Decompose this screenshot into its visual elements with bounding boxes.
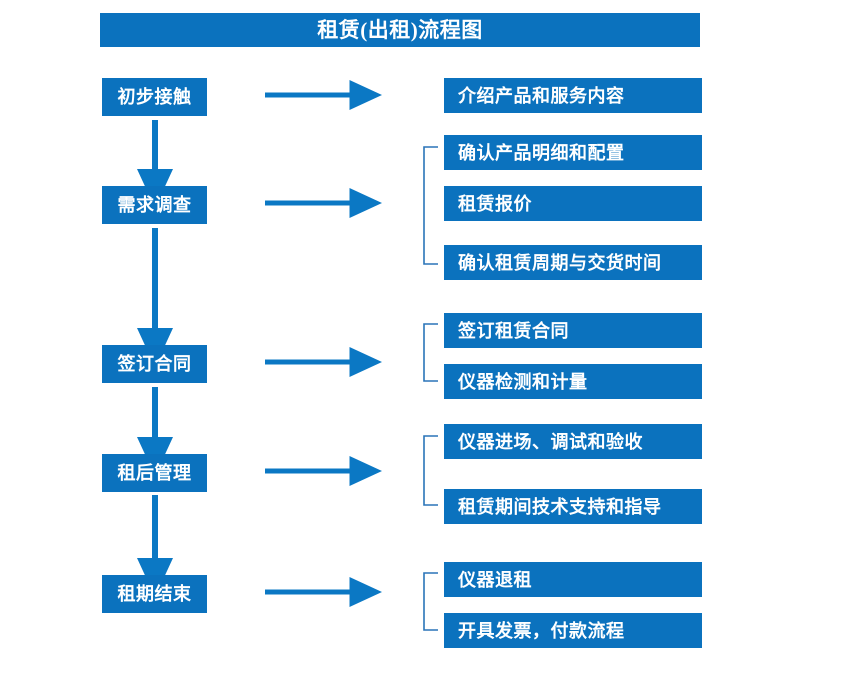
stage-label: 签订合同: [117, 354, 192, 374]
chart-title-text: 租赁(出租)流程图: [317, 17, 483, 42]
detail-label: 确认租赁周期与交货时间: [458, 252, 662, 273]
stage-label: 租期结束: [117, 584, 192, 604]
bracket-group-zuqijieshu: [423, 572, 438, 631]
detail-box-querenchanpinmingxi[interactable]: 确认产品明细和配置: [444, 135, 702, 170]
detail-label: 仪器进场、调试和验收: [458, 431, 643, 452]
detail-box-jieshaochanpin[interactable]: 介绍产品和服务内容: [444, 78, 702, 113]
stage-label: 租后管理: [117, 463, 192, 483]
bracket-group-zuhouguanli: [423, 435, 438, 506]
stage-label: 需求调查: [117, 195, 192, 215]
detail-box-zulinqijianjishuzhichi[interactable]: 租赁期间技术支持和指导: [444, 489, 702, 524]
stage-box-zuqijieshu[interactable]: 租期结束: [102, 575, 207, 613]
bracket-group-xuqiudiaocha: [423, 146, 438, 265]
stage-box-chubujiechu[interactable]: 初步接触: [102, 78, 207, 116]
chart-title-bar: 租赁(出租)流程图: [100, 13, 700, 47]
detail-box-yiqijinchang[interactable]: 仪器进场、调试和验收: [444, 424, 702, 459]
stage-box-xuqiudiaocha[interactable]: 需求调查: [102, 186, 207, 224]
detail-box-querenzulinzhouqi[interactable]: 确认租赁周期与交货时间: [444, 245, 702, 280]
detail-box-zulinbaojia[interactable]: 租赁报价: [444, 186, 702, 221]
detail-label: 开具发票，付款流程: [458, 620, 625, 641]
detail-box-qiandingzulinhetong[interactable]: 签订租赁合同: [444, 313, 702, 348]
detail-label: 介绍产品和服务内容: [458, 85, 625, 106]
detail-label: 租赁期间技术支持和指导: [458, 496, 662, 517]
detail-label: 确认产品明细和配置: [458, 142, 625, 163]
stage-box-zuhouguanli[interactable]: 租后管理: [102, 454, 207, 492]
stage-label: 初步接触: [117, 87, 192, 107]
detail-label: 租赁报价: [458, 193, 532, 214]
detail-box-yiqijianceheliang[interactable]: 仪器检测和计量: [444, 364, 702, 399]
detail-label: 仪器检测和计量: [458, 371, 588, 392]
stage-box-qiandinghetong[interactable]: 签订合同: [102, 345, 207, 383]
detail-label: 签订租赁合同: [458, 320, 569, 341]
detail-label: 仪器退租: [458, 569, 532, 590]
bracket-group-qiandinghetong: [423, 323, 438, 382]
detail-box-kaijufapiao[interactable]: 开具发票，付款流程: [444, 613, 702, 648]
detail-box-yiqituizu[interactable]: 仪器退租: [444, 562, 702, 597]
